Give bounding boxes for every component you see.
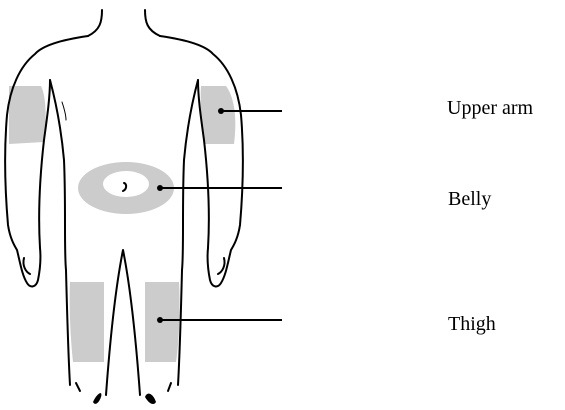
thigh-zone-left [70,282,104,362]
belly-label: Belly [448,189,491,209]
crotch-and-inner-legs [106,250,140,395]
belly-button [123,183,126,191]
left-hand-detail [23,258,30,274]
thigh-zone-right [145,282,180,362]
right-hand-detail [218,258,225,274]
upper-arm-label: Upper arm [447,98,533,118]
upper-arm-zone-left [9,86,46,144]
thigh-label: Thigh [448,314,496,334]
elbow-crease-left [62,102,66,120]
knee-marks [76,383,171,404]
upper-arm-zone-right [201,86,236,144]
neck-right [145,10,160,36]
right-shoulder-and-outer-arm [160,36,243,286]
knee-mark-left-outer [76,383,80,391]
knee-mark-right-inner [145,394,156,404]
left-torso-side [50,80,70,385]
thigh-leader-dot [157,317,163,323]
belly-leader-dot [157,185,163,191]
neck-left [88,10,102,36]
right-torso-side [178,80,198,385]
left-shoulder-and-outer-arm [5,36,88,286]
knee-mark-right-outer [168,383,171,391]
knee-mark-left-inner [93,393,101,404]
upper-arm-leader-dot [218,108,224,114]
